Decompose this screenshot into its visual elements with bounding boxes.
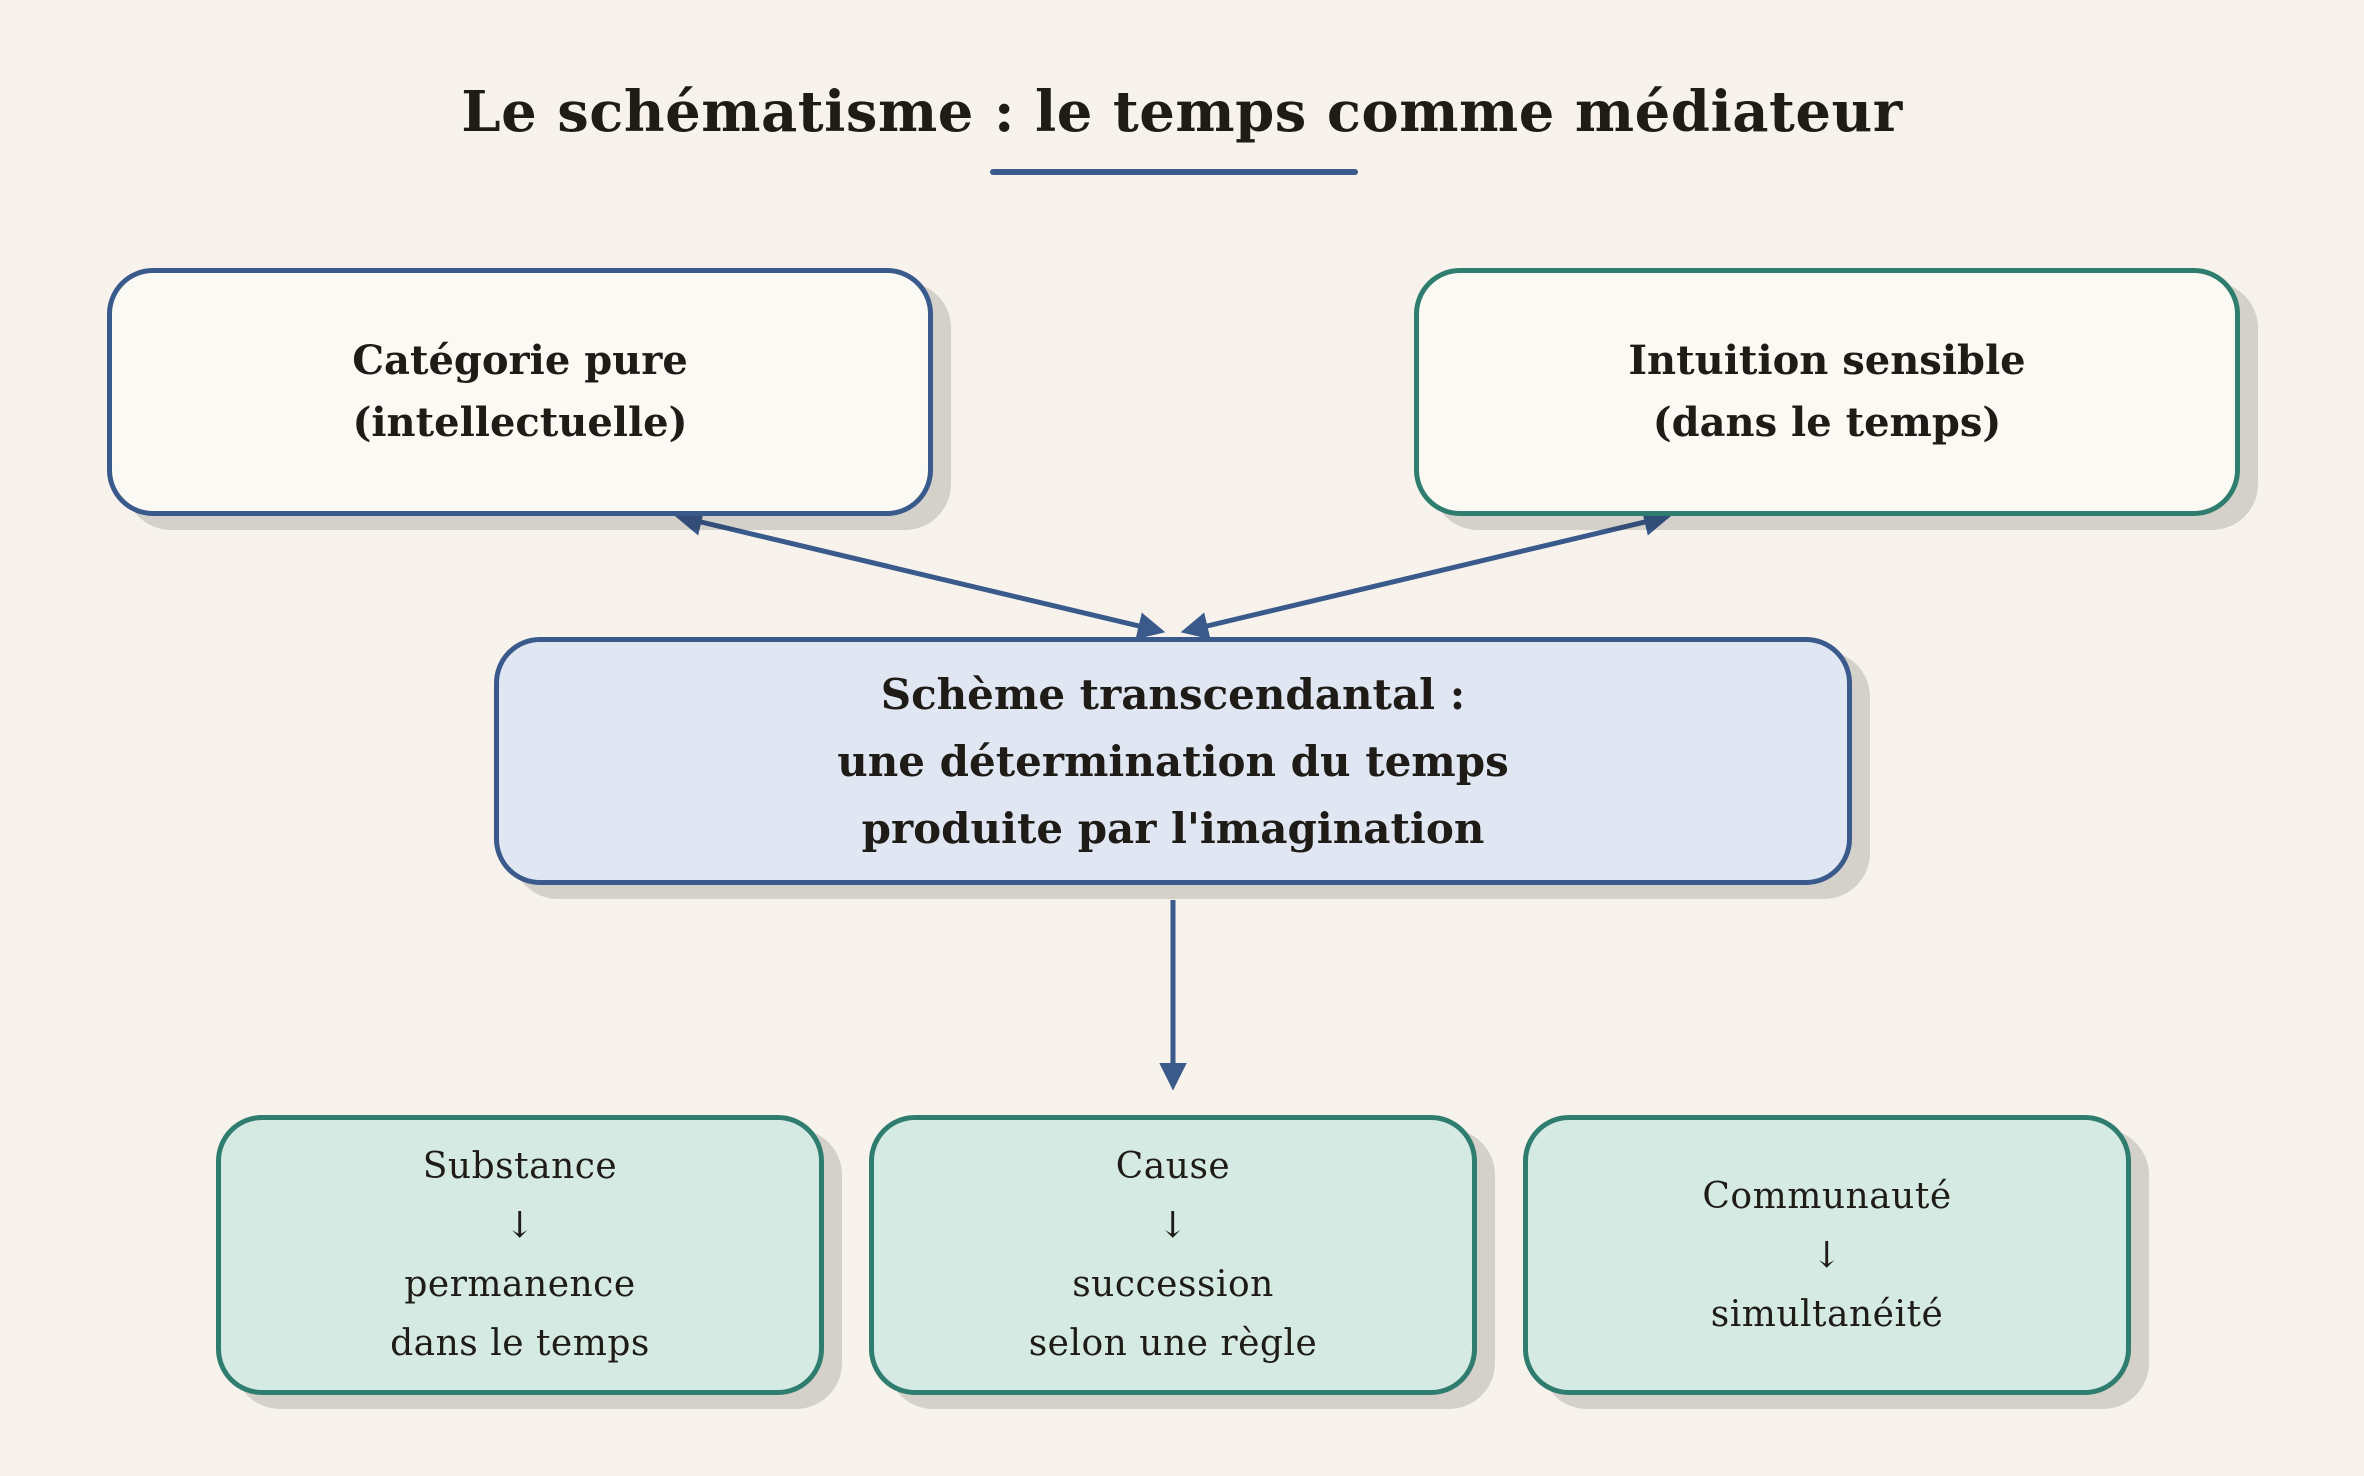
node-substance: Substance ↓ permanence dans le temps <box>216 1115 824 1395</box>
pure-category-sublabel: (intellectuelle) <box>352 399 688 446</box>
pure-category-label: Catégorie pure <box>352 337 688 384</box>
substance-scheme-line-2: dans le temps <box>390 1323 650 1364</box>
community-scheme-line-1: simultanéité <box>1710 1293 1944 1335</box>
sensible-intuition-label: Intuition sensible <box>1628 337 2026 384</box>
node-pure-category: Catégorie pure (intellectuelle) <box>107 268 933 516</box>
cause-scheme-line-1: succession <box>1072 1264 1274 1305</box>
arrow-down-icon: ↓ <box>504 1205 536 1246</box>
node-cause: Cause ↓ succession selon une règle <box>869 1115 1477 1395</box>
arrow-intuition-to-scheme <box>1180 508 1672 640</box>
scheme-line-2: une détermination du temps <box>837 736 1509 786</box>
arrow-category-to-scheme <box>674 508 1166 640</box>
arrow-down-icon: ↓ <box>1811 1234 1843 1276</box>
cause-category: Cause <box>1115 1146 1231 1187</box>
scheme-line-3: produite par l'imagination <box>861 803 1485 853</box>
node-transcendental-scheme: Schème transcendantal : une déterminatio… <box>494 637 1852 885</box>
sensible-intuition-sublabel: (dans le temps) <box>1652 399 2002 446</box>
substance-category: Substance <box>422 1146 618 1187</box>
diagram-title: Le schématisme : le temps comme médiateu… <box>461 79 1903 145</box>
cause-scheme-line-2: selon une règle <box>1028 1323 1318 1364</box>
arrow-down-icon: ↓ <box>1157 1205 1189 1246</box>
node-community: Communauté ↓ simultanéité <box>1523 1115 2131 1395</box>
title-underline <box>990 169 1358 175</box>
community-category: Communauté <box>1702 1175 1952 1217</box>
node-sensible-intuition: Intuition sensible (dans le temps) <box>1414 268 2240 516</box>
scheme-line-1: Schème transcendantal : <box>880 669 1466 719</box>
substance-scheme-line-1: permanence <box>404 1264 636 1305</box>
